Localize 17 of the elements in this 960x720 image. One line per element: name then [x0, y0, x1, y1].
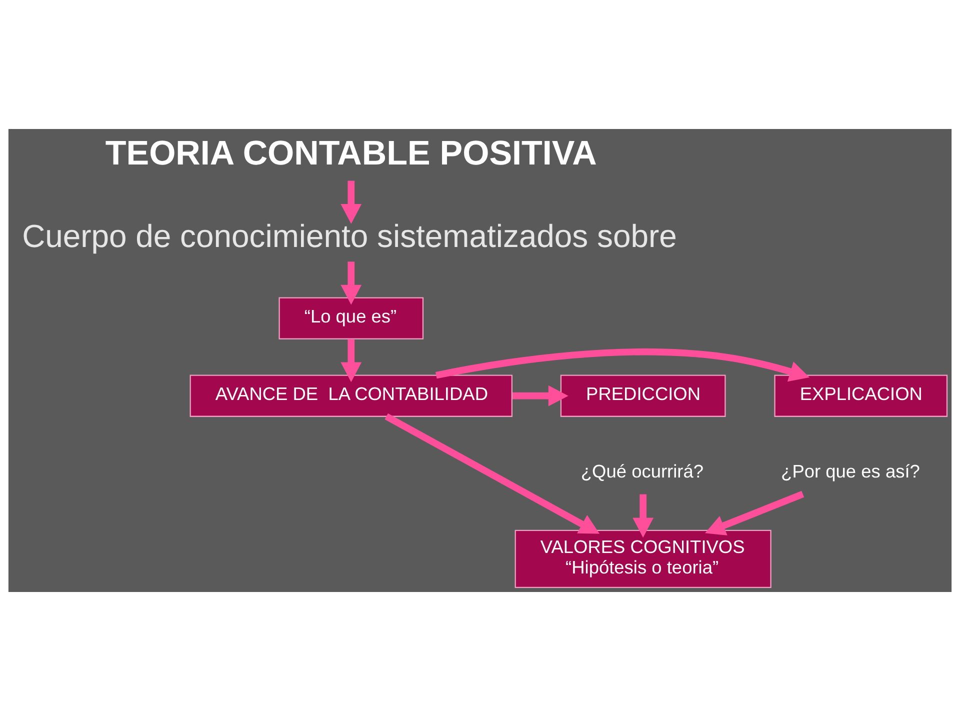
node-text: ¿Qué ocurrirá? [580, 460, 704, 482]
arrow [632, 494, 654, 538]
arrow [340, 338, 362, 382]
node-text: Cuerpo de conocimiento sistematizados sobre [22, 217, 677, 254]
node-box: “Lo que es” [278, 296, 424, 339]
arrow [705, 490, 804, 535]
arrow [340, 180, 362, 224]
node-box: VALORES COGNITIVOS “Hipótesis o teoria” [514, 529, 772, 588]
node-box: AVANCE DE LA CONTABILIDAD [190, 374, 512, 416]
node-box: PREDICCION [560, 374, 726, 416]
node-text: TEORIA CONTABLE POSITIVA [105, 134, 597, 172]
arrow [340, 261, 362, 304]
arrow [512, 384, 568, 406]
node-box: EXPLICACION [774, 374, 948, 416]
node-text: ¿Por que es así? [781, 460, 920, 482]
arrow [384, 412, 600, 534]
arrow [436, 348, 810, 382]
